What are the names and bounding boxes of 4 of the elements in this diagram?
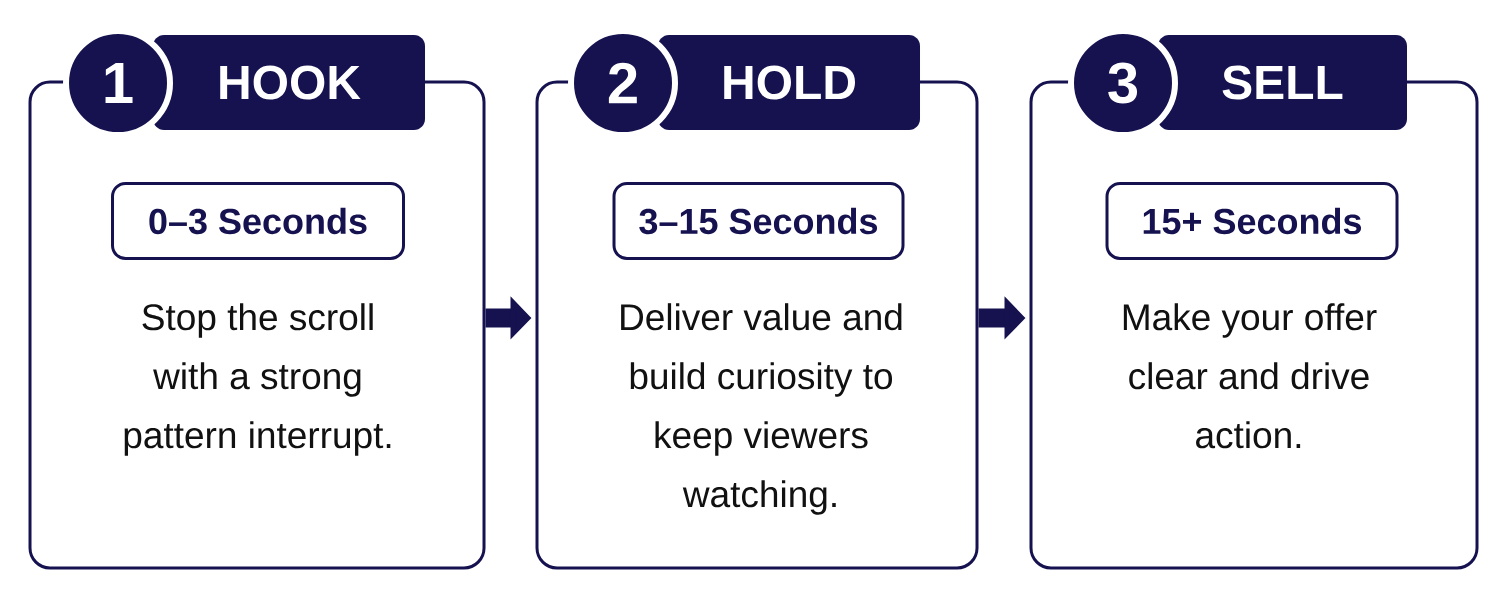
duration-pill: 0–3 Seconds <box>111 182 405 260</box>
duration-pill: 15+ Seconds <box>1105 182 1399 260</box>
duration-pill: 3–15 Seconds <box>612 182 905 260</box>
title-banner: SELL <box>1158 35 1407 130</box>
